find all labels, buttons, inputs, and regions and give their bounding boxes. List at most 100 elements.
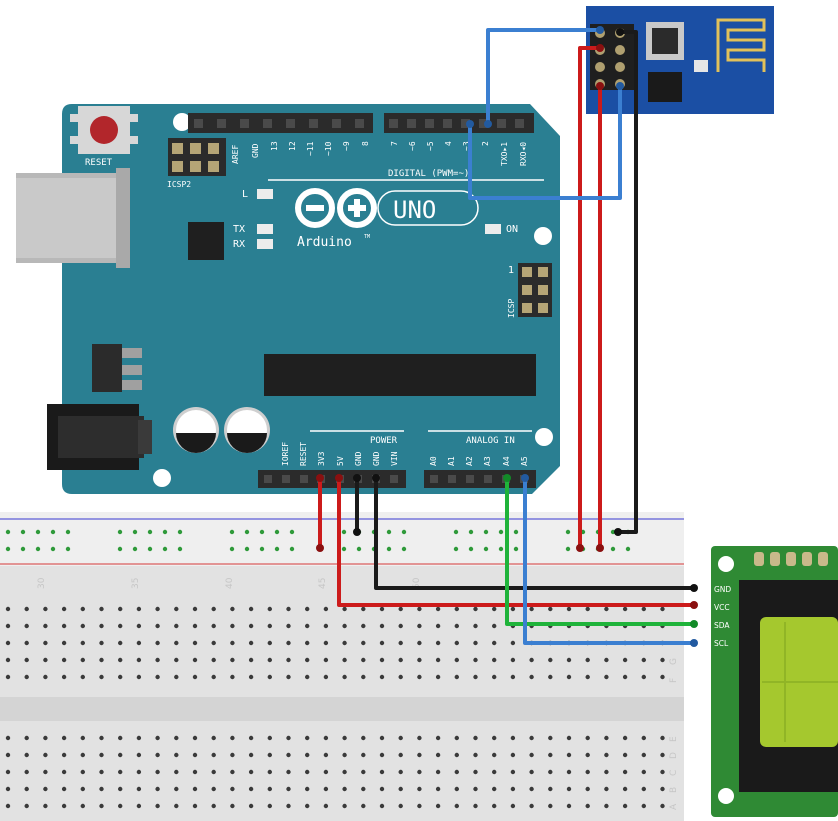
breadboard-hole (99, 786, 104, 792)
breadboard-hole (660, 803, 665, 809)
reset-button[interactable] (70, 106, 138, 154)
icsp-pin1-label: 1 (508, 265, 514, 276)
breadboard-hole (248, 803, 254, 809)
breadboard-hole (5, 803, 11, 809)
breadboard-hole (342, 640, 347, 646)
breadboard-hole (267, 752, 272, 758)
arduino-uno-board: RESET ICSP2 (16, 104, 560, 494)
breadboard-hole (43, 769, 48, 775)
breadboard-hole (604, 657, 609, 663)
breadboard-hole (80, 606, 86, 612)
pin-label: IOREF (281, 442, 290, 466)
breadboard-hole (641, 657, 646, 663)
mounting-hole (153, 469, 171, 487)
breadboard-hole (162, 529, 168, 535)
led-tx-label: TX (233, 224, 245, 235)
breadboard-hole (435, 674, 441, 680)
breadboard-hole (99, 674, 104, 680)
breadboard-hole (192, 606, 198, 612)
breadboard-hole (5, 735, 11, 741)
wire-sda (505, 478, 694, 626)
breadboard-hole (192, 735, 198, 741)
icsp-label: ICSP (507, 299, 516, 318)
breadboard-hole (43, 752, 48, 758)
breadboard-hole (80, 769, 86, 775)
pin-label: 4 (444, 141, 453, 146)
breadboard-hole (118, 657, 123, 663)
breadboard-hole (641, 786, 646, 792)
breadboard-hole (248, 735, 254, 741)
breadboard-hole (177, 529, 183, 535)
breadboard-hole (622, 803, 628, 809)
breadboard-hole (435, 803, 441, 809)
breadboard-hole (230, 623, 235, 629)
breadboard-hole (174, 769, 179, 775)
breadboard-hole (529, 657, 534, 663)
breadboard-hole (118, 606, 123, 612)
breadboard-hole (361, 623, 366, 629)
breadboard-hole (61, 803, 67, 809)
breadboard-hole (229, 529, 235, 535)
breadboard-hole (342, 735, 347, 741)
breadboard-hole (398, 657, 403, 663)
breadboard-hole (230, 769, 235, 775)
lcd-module: GND VCC SDA SCL (711, 546, 838, 817)
breadboard-hole (192, 657, 198, 663)
pin-label: VIN (390, 451, 399, 466)
breadboard-hole (286, 640, 291, 646)
breadboard-hole (379, 657, 385, 663)
logo-uno: UNO (393, 196, 436, 224)
pin-label: ~5 (426, 141, 435, 151)
breadboard-hole (5, 606, 11, 612)
breadboard-hole (323, 786, 329, 792)
breadboard-hole (641, 803, 646, 809)
breadboard-hole (267, 674, 272, 680)
breadboard-hole (289, 529, 295, 535)
breadboard-hole (61, 640, 67, 646)
breadboard-hole (361, 657, 366, 663)
breadboard-hole (342, 803, 347, 809)
breadboard-hole (498, 546, 504, 552)
breadboard-hole (248, 752, 254, 758)
breadboard-hole (61, 786, 67, 792)
breadboard-hole (604, 674, 609, 680)
breadboard-hole (566, 606, 572, 612)
breadboard-hole (99, 657, 104, 663)
breadboard-hole (660, 786, 665, 792)
breadboard-hole (510, 640, 516, 646)
analog-header (424, 470, 536, 488)
pin-label: ~9 (342, 141, 351, 151)
power-label: POWER (370, 436, 398, 446)
breadboard-hole (641, 674, 646, 680)
breadboard-hole (211, 735, 216, 741)
breadboard-hole (417, 640, 422, 646)
led-rx-label: RX (233, 239, 245, 250)
breadboard-hole (136, 769, 142, 775)
breadboard-hole (136, 674, 142, 680)
breadboard-hole (136, 623, 142, 629)
breadboard-hole (155, 623, 160, 629)
pin-label: 5V (336, 456, 345, 466)
breadboard-hole (585, 674, 590, 680)
breadboard-hole (529, 769, 534, 775)
breadboard-hole (99, 623, 104, 629)
breadboard-hole (585, 735, 590, 741)
analog-pin-labels: A0 A1 A2 A3 A4 A5 (429, 456, 529, 466)
breadboard-hole (323, 735, 329, 741)
breadboard-hole (192, 674, 198, 680)
breadboard-hole (248, 769, 254, 775)
breadboard-hole (43, 606, 48, 612)
digital-header-left (188, 113, 373, 133)
breadboard-hole (566, 752, 572, 758)
analog-label: ANALOG IN (466, 436, 515, 446)
breadboard-hole (136, 735, 142, 741)
breadboard-hole (286, 657, 291, 663)
breadboard-hole (510, 769, 516, 775)
breadboard-hole (660, 657, 665, 663)
pin-label: A0 (429, 456, 438, 466)
breadboard-hole (548, 606, 553, 612)
breadboard-hole (65, 546, 71, 552)
breadboard-hole (174, 674, 179, 680)
wire-esp-rx (486, 28, 600, 124)
breadboard-hole (379, 752, 385, 758)
